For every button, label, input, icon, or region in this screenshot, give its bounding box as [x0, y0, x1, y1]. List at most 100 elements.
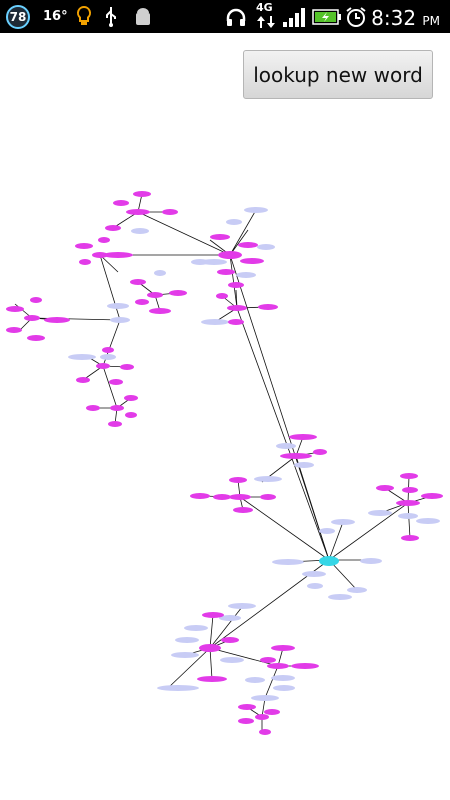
graph-node[interactable]: [219, 615, 241, 621]
graph-node[interactable]: [280, 453, 312, 459]
graph-node[interactable]: [331, 519, 355, 525]
lookup-new-word-button[interactable]: lookup new word: [243, 50, 433, 99]
graph-node[interactable]: [229, 494, 251, 500]
graph-node[interactable]: [201, 319, 229, 325]
graph-node[interactable]: [233, 507, 253, 513]
graph-node[interactable]: [105, 225, 121, 231]
graph-node[interactable]: [102, 347, 114, 353]
graph-node[interactable]: [191, 259, 209, 265]
graph-node[interactable]: [98, 237, 110, 243]
graph-node[interactable]: [302, 571, 326, 577]
graph-node[interactable]: [259, 729, 271, 735]
graph-node[interactable]: [236, 272, 256, 278]
graph-node[interactable]: [400, 473, 418, 479]
graph-node[interactable]: [202, 612, 224, 618]
graph-node[interactable]: [68, 354, 96, 360]
graph-node[interactable]: [260, 494, 276, 500]
graph-node[interactable]: [175, 637, 199, 643]
graph-node[interactable]: [120, 364, 134, 370]
graph-node[interactable]: [376, 485, 394, 491]
graph-node[interactable]: [30, 297, 42, 303]
graph-node[interactable]: [271, 675, 295, 681]
graph-node[interactable]: [421, 493, 443, 499]
graph-node[interactable]: [124, 395, 138, 401]
graph-node[interactable]: [313, 449, 327, 455]
graph-node[interactable]: [226, 219, 242, 225]
graph-node[interactable]: [149, 308, 171, 314]
graph-node[interactable]: [157, 685, 199, 691]
graph-node[interactable]: [254, 476, 282, 482]
graph-node[interactable]: [416, 518, 440, 524]
graph-node[interactable]: [267, 663, 289, 669]
graph-node[interactable]: [272, 559, 304, 565]
graph-node[interactable]: [6, 306, 24, 312]
graph-node[interactable]: [96, 363, 110, 369]
graph-node[interactable]: [169, 290, 187, 296]
graph-node[interactable]: [108, 421, 122, 427]
graph-node[interactable]: [328, 594, 352, 600]
graph-node[interactable]: [229, 477, 247, 483]
graph-node[interactable]: [217, 269, 235, 275]
graph-node[interactable]: [257, 244, 275, 250]
graph-node[interactable]: [135, 299, 149, 305]
graph-node[interactable]: [264, 709, 280, 715]
graph-node[interactable]: [44, 317, 70, 323]
graph-node[interactable]: [276, 443, 296, 449]
graph-node[interactable]: [368, 510, 392, 516]
graph-node[interactable]: [291, 663, 319, 669]
graph-node[interactable]: [100, 354, 116, 360]
graph-node[interactable]: [347, 587, 367, 593]
graph-node[interactable]: [213, 494, 231, 500]
graph-node[interactable]: [79, 259, 91, 265]
graph-node[interactable]: [218, 251, 242, 259]
graph-node[interactable]: [398, 513, 418, 519]
graph-node[interactable]: [75, 243, 93, 249]
graph-node[interactable]: [113, 200, 129, 206]
graph-node[interactable]: [110, 317, 130, 323]
graph-node[interactable]: [197, 676, 227, 682]
graph-node[interactable]: [130, 279, 146, 285]
graph-node[interactable]: [401, 535, 419, 541]
graph-node[interactable]: [228, 282, 244, 288]
graph-node[interactable]: [238, 704, 256, 710]
graph-node[interactable]: [289, 434, 317, 440]
graph-node[interactable]: [244, 207, 268, 213]
graph-node[interactable]: [294, 462, 314, 468]
graph-node[interactable]: [184, 625, 208, 631]
graph-node[interactable]: [171, 652, 199, 658]
graph-node[interactable]: [216, 293, 228, 299]
graph-node[interactable]: [103, 252, 133, 258]
graph-node[interactable]: [199, 644, 221, 652]
graph-node[interactable]: [319, 528, 335, 534]
graph-node[interactable]: [210, 234, 230, 240]
graph-node[interactable]: [240, 258, 264, 264]
graph-node[interactable]: [228, 319, 244, 325]
graph-node[interactable]: [110, 405, 124, 411]
graph-node[interactable]: [227, 305, 247, 311]
graph-node[interactable]: [6, 327, 22, 333]
graph-node[interactable]: [86, 405, 100, 411]
graph-node[interactable]: [109, 379, 123, 385]
graph-node[interactable]: [271, 645, 295, 651]
graph-node[interactable]: [260, 657, 276, 663]
graph-node[interactable]: [162, 209, 178, 215]
graph-node[interactable]: [125, 412, 137, 418]
graph-node[interactable]: [360, 558, 382, 564]
graph-node[interactable]: [238, 718, 254, 724]
graph-node[interactable]: [255, 714, 269, 720]
graph-node[interactable]: [258, 304, 278, 310]
graph-node[interactable]: [92, 252, 108, 258]
graph-nodes[interactable]: [6, 191, 443, 735]
graph-node[interactable]: [76, 377, 90, 383]
graph-node[interactable]: [273, 685, 295, 691]
graph-node[interactable]: [221, 637, 239, 643]
graph-node[interactable]: [251, 695, 279, 701]
graph-node[interactable]: [133, 191, 151, 197]
graph-node[interactable]: [228, 603, 256, 609]
graph-node[interactable]: [396, 500, 420, 506]
graph-node[interactable]: [190, 493, 210, 499]
graph-node[interactable]: [238, 242, 258, 248]
graph-node[interactable]: [402, 487, 418, 493]
graph-node[interactable]: [245, 677, 265, 683]
